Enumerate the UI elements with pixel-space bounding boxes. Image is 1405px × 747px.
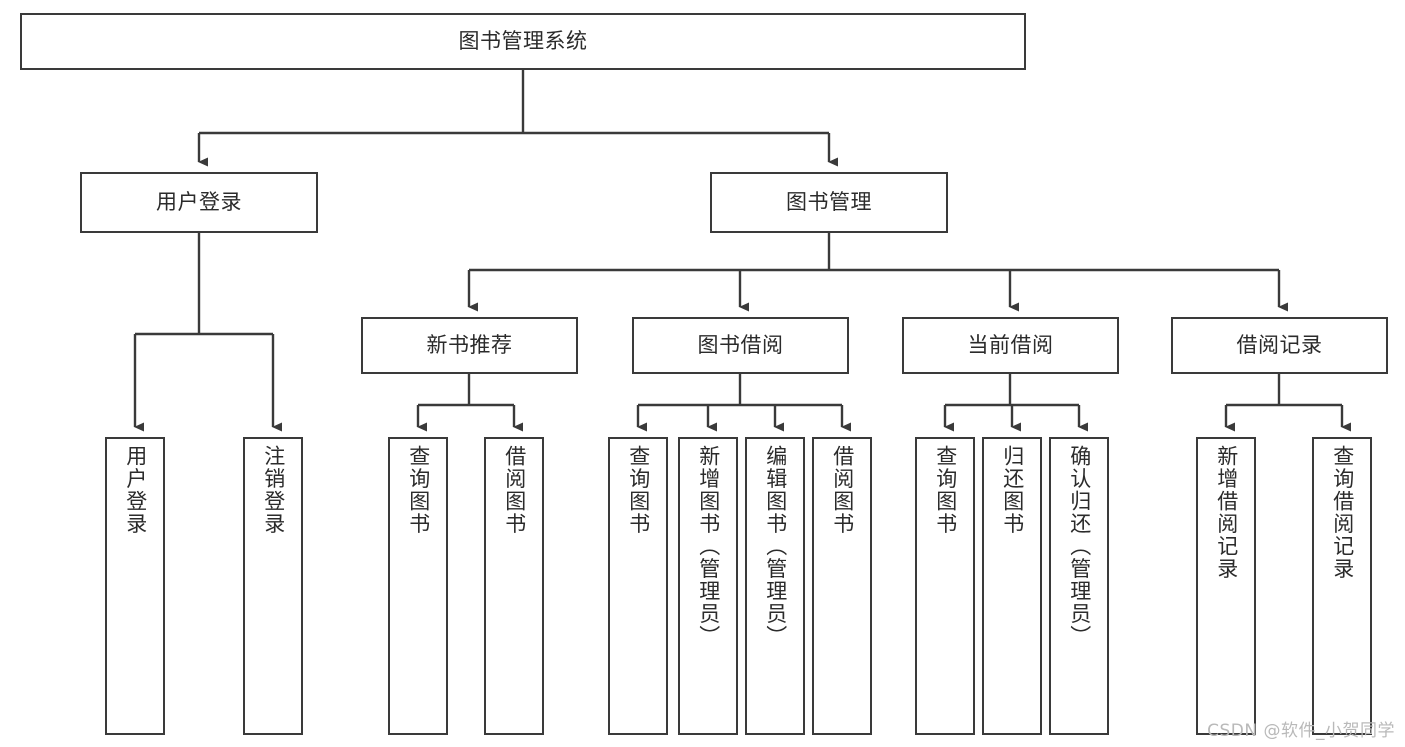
node-book-manage-label: 图书管理: [786, 190, 872, 215]
node-leaf-confirm-return-label: 确认归还（管理员）: [1067, 445, 1092, 648]
node-book-borrow[interactable]: 图书借阅: [632, 317, 849, 374]
node-user-login-label: 用户登录: [156, 190, 242, 215]
node-new-book-rec-label: 新书推荐: [426, 333, 513, 358]
node-leaf-query-record-label: 查询借阅记录: [1330, 445, 1355, 580]
node-leaf-add-book-label: 新增图书（管理员）: [696, 445, 721, 648]
node-leaf-borrow-book-1[interactable]: 借阅图书: [484, 437, 544, 735]
node-leaf-borrow-book-2[interactable]: 借阅图书: [812, 437, 872, 735]
node-leaf-borrow-book-2-label: 借阅图书: [830, 445, 855, 535]
node-leaf-user-login-label: 用户登录: [123, 445, 148, 535]
node-book-manage[interactable]: 图书管理: [710, 172, 948, 233]
node-root[interactable]: 图书管理系统: [20, 13, 1026, 70]
node-leaf-logout-label: 注销登录: [261, 445, 286, 535]
node-leaf-user-login[interactable]: 用户登录: [105, 437, 165, 735]
node-leaf-add-book[interactable]: 新增图书（管理员）: [678, 437, 738, 735]
node-borrow-record[interactable]: 借阅记录: [1171, 317, 1388, 374]
node-leaf-borrow-book-1-label: 借阅图书: [502, 445, 527, 535]
node-leaf-return-book[interactable]: 归还图书: [982, 437, 1042, 735]
node-leaf-query-book-3[interactable]: 查询图书: [915, 437, 975, 735]
node-leaf-query-book-2[interactable]: 查询图书: [608, 437, 668, 735]
node-root-label: 图书管理系统: [458, 29, 588, 54]
node-leaf-query-book-3-label: 查询图书: [933, 445, 958, 535]
node-leaf-add-record[interactable]: 新增借阅记录: [1196, 437, 1256, 735]
node-leaf-query-record[interactable]: 查询借阅记录: [1312, 437, 1372, 735]
node-current-borrow-label: 当前借阅: [967, 333, 1054, 358]
node-leaf-edit-book-label: 编辑图书（管理员）: [763, 445, 788, 648]
node-leaf-query-book-1-label: 查询图书: [406, 445, 431, 535]
node-leaf-logout[interactable]: 注销登录: [243, 437, 303, 735]
watermark-text: CSDN @软件_小贺同学: [1207, 721, 1395, 741]
node-leaf-add-record-label: 新增借阅记录: [1214, 445, 1239, 580]
node-user-login[interactable]: 用户登录: [80, 172, 318, 233]
node-leaf-query-book-1[interactable]: 查询图书: [388, 437, 448, 735]
node-new-book-rec[interactable]: 新书推荐: [361, 317, 578, 374]
node-current-borrow[interactable]: 当前借阅: [902, 317, 1119, 374]
node-book-borrow-label: 图书借阅: [697, 333, 784, 358]
node-leaf-return-book-label: 归还图书: [1000, 445, 1025, 535]
node-leaf-query-book-2-label: 查询图书: [626, 445, 651, 535]
node-borrow-record-label: 借阅记录: [1236, 333, 1323, 358]
node-leaf-edit-book[interactable]: 编辑图书（管理员）: [745, 437, 805, 735]
node-leaf-confirm-return[interactable]: 确认归还（管理员）: [1049, 437, 1109, 735]
